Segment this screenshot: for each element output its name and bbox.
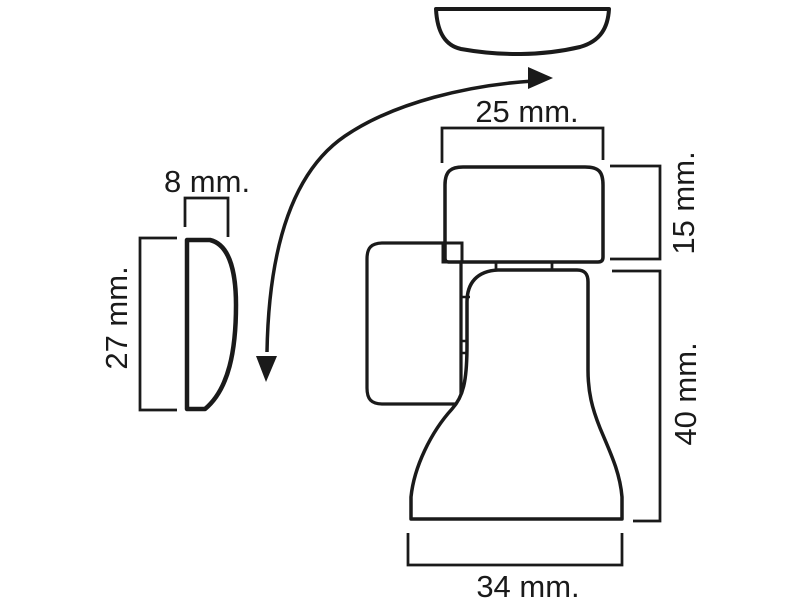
- bell-body: [409, 268, 624, 521]
- dim-label-housing-width: 25 mm.: [475, 94, 578, 129]
- cap-front-view: [434, 7, 611, 57]
- dim-label-cap-height: 27 mm.: [99, 266, 134, 369]
- dim-bracket-housing-height: [610, 164, 662, 261]
- dim-label-body-height: 40 mm.: [668, 342, 703, 445]
- dim-bracket-body-height: [612, 269, 662, 523]
- dim-label-base-width: 34 mm.: [476, 569, 579, 600]
- dim-label-cap-thickness: 8 mm.: [164, 164, 250, 199]
- detach-arrow-head-right: [528, 67, 553, 89]
- magnet-housing: [443, 165, 605, 264]
- detach-arrow-icon: [256, 67, 553, 382]
- detach-arrow-shaft: [265, 79, 534, 353]
- dim-label-housing-height: 15 mm.: [666, 151, 701, 254]
- cap-side-view: [184, 237, 239, 412]
- detach-arrow-head-down: [256, 356, 277, 382]
- wall-plate: [365, 241, 463, 406]
- plate-body-junction-ticks: [461, 295, 470, 355]
- dim-bracket-housing-width: [440, 126, 605, 163]
- dim-bracket-cap-height: [138, 236, 177, 412]
- dim-bracket-cap-thickness: [183, 196, 230, 237]
- housing-plate-notch: [441, 241, 464, 264]
- dim-bracket-base-width: [406, 533, 624, 567]
- housing-body-connectors: [494, 263, 554, 271]
